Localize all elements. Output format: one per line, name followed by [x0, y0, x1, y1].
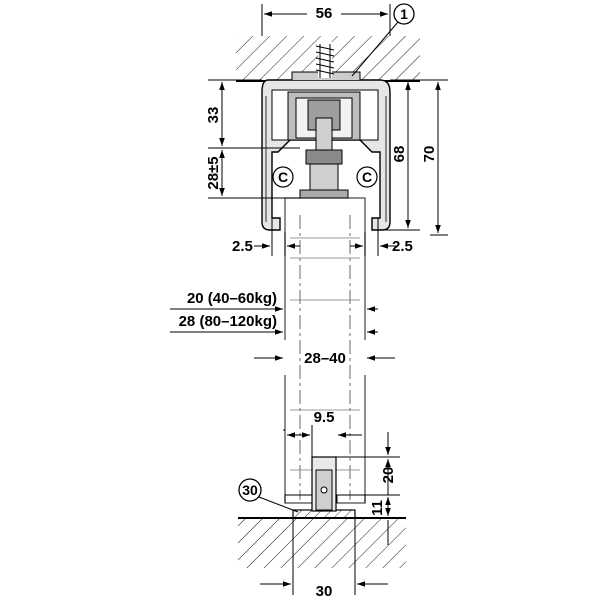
svg-text:20: 20: [380, 467, 397, 484]
svg-text:33: 33: [205, 107, 222, 124]
floor-guide: [311, 456, 337, 512]
dim-guide-11: 11: [365, 494, 400, 545]
svg-text:28±5: 28±5: [205, 156, 222, 189]
clip-right-label: C: [362, 169, 372, 185]
svg-text:70: 70: [421, 146, 438, 163]
dim-door-thickness: 28–40: [254, 350, 395, 367]
callout-item-1: 1: [351, 3, 415, 77]
svg-text:56: 56: [316, 5, 333, 22]
door-weight-labels: 20 (40–60kg) 28 (80–120kg): [170, 290, 378, 335]
svg-text:30: 30: [316, 583, 333, 600]
dim-guide-20: 20: [336, 432, 400, 495]
svg-text:1: 1: [400, 6, 408, 22]
callout-item-30: 30: [238, 478, 299, 513]
svg-text:2.5: 2.5: [392, 238, 413, 255]
dim-guide-9-5: 9.5: [283, 409, 362, 457]
dim-height-68: 68: [382, 79, 448, 231]
svg-text:20 (40–60kg): 20 (40–60kg): [187, 290, 277, 307]
dim-top-width: 56: [261, 2, 391, 36]
svg-text:28 (80–120kg): 28 (80–120kg): [179, 313, 277, 330]
dim-guide-base: 30: [260, 518, 388, 600]
svg-text:9.5: 9.5: [314, 409, 335, 426]
floor: [238, 509, 406, 568]
dim-gap-left: 2.5: [232, 218, 300, 256]
dim-gap-right: 2.5: [350, 218, 413, 256]
roller-carriage: [287, 91, 361, 199]
svg-text:28–40: 28–40: [304, 350, 346, 367]
svg-text:68: 68: [391, 146, 408, 163]
door-panel: [283, 197, 367, 504]
clip-right-icon: [356, 166, 378, 188]
screw-icon: [315, 42, 335, 78]
dim-height-33: 33: [205, 79, 300, 149]
clip-left-label: C: [278, 169, 288, 185]
svg-text:2.5: 2.5: [232, 238, 253, 255]
clip-left-icon: [272, 166, 294, 188]
svg-text:11: 11: [369, 500, 386, 516]
svg-text:30: 30: [242, 482, 258, 498]
dim-height-70: 70: [421, 82, 448, 236]
dim-height-28: 28±5: [205, 150, 300, 199]
